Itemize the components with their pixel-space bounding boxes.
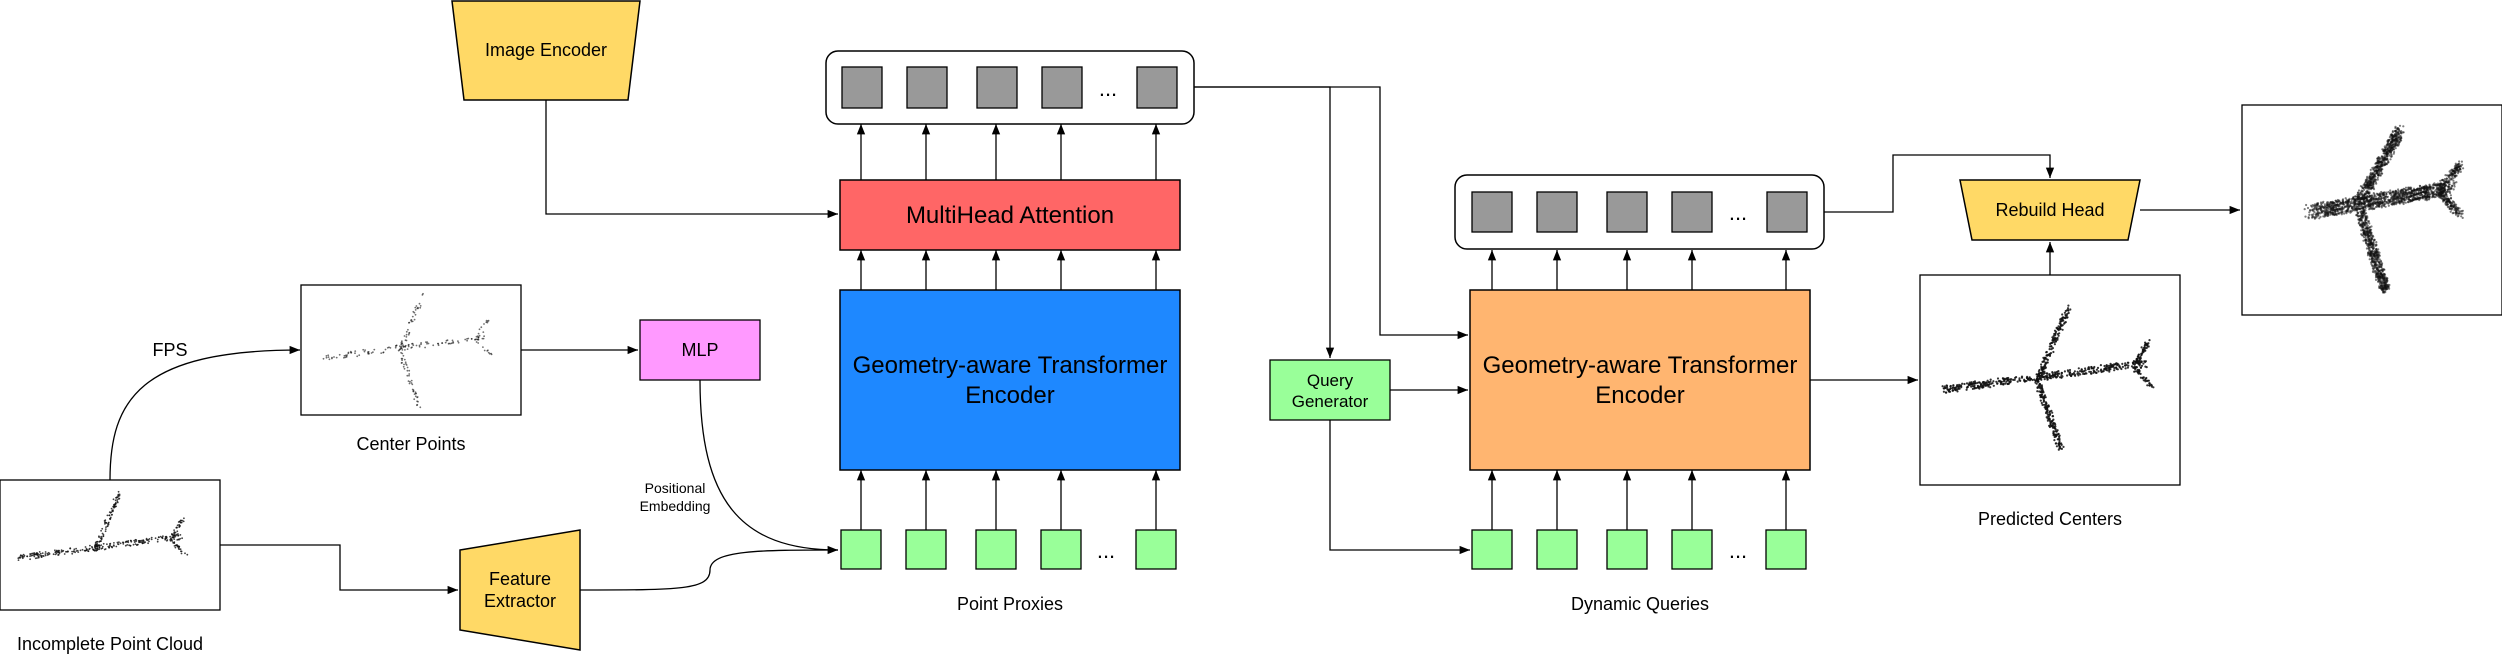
encoder-2-label-line2: Encoder	[1595, 382, 1684, 409]
green-token	[975, 529, 1017, 570]
green-token	[1471, 529, 1513, 570]
green-token	[1606, 529, 1648, 570]
green-token	[905, 529, 947, 570]
predicted-centers-image	[1919, 274, 2181, 486]
query-generator-label-line1: Query	[1307, 371, 1354, 390]
point-proxies-label: Point Proxies	[957, 594, 1063, 614]
center-points-image	[300, 284, 522, 416]
multihead-attention-label: MultiHead Attention	[906, 202, 1114, 229]
point-proxy-tokens: ...	[840, 529, 1177, 570]
dynamic-queries-label: Dynamic Queries	[1571, 594, 1709, 614]
gray-token	[1606, 191, 1648, 233]
ellipsis: ...	[1099, 76, 1117, 101]
rebuild-head-block: Rebuild Head	[1959, 179, 2141, 241]
mlp-label: MLP	[681, 340, 718, 360]
gray-token	[841, 66, 883, 109]
image-encoder-block: Image Encoder	[451, 0, 641, 101]
feature-extractor-block: Feature Extractor	[459, 529, 581, 651]
incomplete-point-cloud-label: Incomplete Point Cloud	[17, 634, 203, 654]
ellipsis: ...	[1729, 200, 1747, 225]
positional-embedding-label-line1: Positional	[645, 480, 706, 496]
query-generator-label-line2: Generator	[1292, 392, 1369, 411]
proxy-feature-tokens: ...	[825, 50, 1195, 125]
feature-extractor-label-line1: Feature	[489, 569, 551, 589]
green-token	[1135, 529, 1177, 570]
positional-embedding-label-line2: Embedding	[640, 498, 711, 514]
incomplete-point-cloud-image	[0, 479, 221, 611]
predicted-centers-label: Predicted Centers	[1978, 509, 2122, 529]
gray-token	[1536, 191, 1578, 233]
green-token	[1765, 529, 1807, 570]
rebuild-head-label: Rebuild Head	[1995, 200, 2104, 220]
ellipsis: ...	[1097, 538, 1115, 563]
gray-token	[1136, 66, 1178, 109]
mlp-block: MLP	[639, 319, 761, 381]
dynamic-query-tokens: ...	[1471, 529, 1807, 570]
center-points-label: Center Points	[356, 434, 465, 454]
green-token	[840, 529, 882, 570]
feature-extractor-label-line2: Extractor	[484, 591, 556, 611]
multihead-attention-block: MultiHead Attention	[839, 179, 1181, 251]
reconstructed-point-cloud-image	[2241, 104, 2502, 316]
encoder-2-label-line1: Geometry-aware Transformer	[1483, 352, 1798, 379]
gray-token	[1471, 191, 1513, 233]
image-encoder-label: Image Encoder	[485, 40, 607, 60]
encoder-1-label-line1: Geometry-aware Transformer	[853, 352, 1168, 379]
encoder-1-label-line2: Encoder	[965, 382, 1054, 409]
airplane-predicted-centers	[1941, 304, 2155, 451]
query-generator-block: Query Generator	[1269, 359, 1391, 421]
ellipsis: ...	[1729, 538, 1747, 563]
gray-token	[1671, 191, 1713, 233]
gray-token	[1041, 66, 1083, 109]
airplane-center-points	[322, 292, 493, 409]
gray-token	[976, 66, 1018, 109]
airplane-dense-point-cloud	[2303, 124, 2465, 294]
green-token	[1536, 529, 1578, 570]
fps-label: FPS	[152, 340, 187, 360]
gray-token	[1766, 191, 1808, 233]
query-feature-tokens: ...	[1454, 174, 1825, 250]
airplane-point-cloud	[17, 490, 189, 561]
green-token	[1040, 529, 1082, 570]
gray-token	[906, 66, 948, 109]
geometry-transformer-encoder-2: Geometry-aware Transformer Encoder	[1469, 289, 1811, 471]
geometry-transformer-encoder-1: Geometry-aware Transformer Encoder	[839, 289, 1181, 471]
green-token	[1671, 529, 1713, 570]
